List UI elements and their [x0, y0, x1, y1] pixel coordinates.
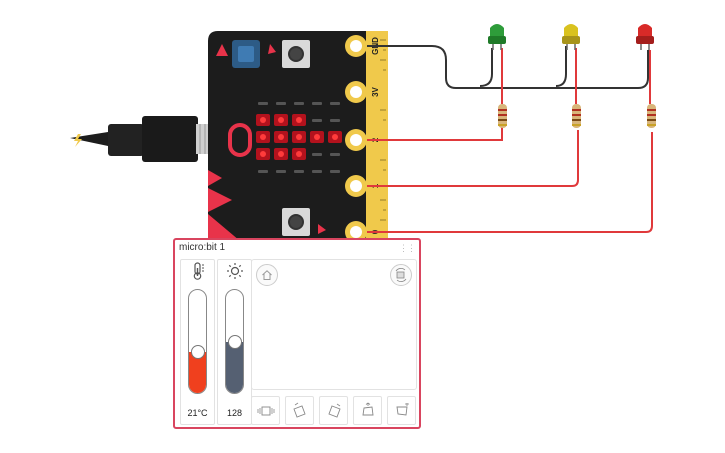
ground-wire [367, 45, 649, 89]
matrix-led-off [330, 153, 340, 156]
lightning-icon [74, 134, 82, 147]
temperature-slider-handle[interactable] [190, 345, 205, 359]
light-level-control: 128 [217, 259, 252, 425]
matrix-led-on [296, 134, 302, 140]
matrix-led-off [330, 102, 340, 105]
resistor-3[interactable] [647, 104, 656, 128]
temperature-control: 21°C [180, 259, 215, 425]
light-level-fill [226, 341, 243, 393]
thermometer-icon [181, 262, 214, 280]
signal-wire-pin0 [367, 132, 653, 233]
matrix-led-on [278, 117, 284, 123]
matrix-led-on [260, 134, 266, 140]
matrix-led-on [260, 151, 266, 157]
home-icon[interactable] [256, 264, 278, 286]
tilt-left-gesture-icon[interactable] [285, 396, 314, 425]
matrix-led-off [276, 102, 286, 105]
temperature-slider[interactable] [188, 289, 207, 394]
matrix-led-on [278, 151, 284, 157]
matrix-led-on [314, 134, 320, 140]
matrix-led-off [312, 170, 322, 173]
signal-wire-pin1 [367, 130, 579, 187]
matrix-led-on [260, 117, 266, 123]
led-yellow[interactable] [562, 24, 580, 50]
usb-cable [70, 116, 212, 162]
light-level-value: 128 [226, 408, 243, 418]
matrix-led-on [278, 134, 284, 140]
temperature-value: 21°C [187, 408, 208, 418]
matrix-led-on [296, 151, 302, 157]
matrix-led-off [312, 102, 322, 105]
wires [367, 45, 653, 233]
resistor-1[interactable] [498, 104, 507, 128]
pin-3v[interactable]: 3V [345, 81, 380, 103]
tilt-backward-gesture-icon[interactable] [387, 396, 416, 425]
led-green[interactable] [488, 24, 506, 50]
gesture-toolbar [251, 396, 417, 425]
light-level-slider-handle[interactable] [227, 334, 242, 349]
button-b[interactable] [282, 208, 310, 236]
ground-wire-green [479, 48, 493, 87]
tilt-forward-gesture-icon[interactable] [353, 396, 382, 425]
matrix-led-on [296, 117, 302, 123]
matrix-led-off [258, 102, 268, 105]
reset-button[interactable] [232, 40, 260, 68]
matrix-led-off [258, 170, 268, 173]
matrix-led-off [294, 170, 304, 173]
shake-gesture-icon[interactable] [251, 396, 280, 425]
matrix-led-off [276, 170, 286, 173]
matrix-led-off [330, 170, 340, 173]
pin-label: 3V [371, 86, 380, 96]
drag-handle-icon[interactable]: ⋮⋮ [399, 243, 416, 253]
temperature-fill [189, 351, 206, 393]
matrix-led-off [330, 119, 340, 122]
matrix-led-off [312, 153, 322, 156]
led-red[interactable] [636, 24, 654, 50]
ground-wire-yellow [555, 46, 567, 87]
matrix-led-on [332, 134, 338, 140]
resistor-2[interactable] [572, 104, 581, 128]
simulator-panel: micro:bit 1 ⋮⋮ 21°C [173, 238, 421, 429]
button-a[interactable] [282, 40, 310, 68]
matrix-led-off [312, 119, 322, 122]
microbit-board: GND 3V 2 1 0 [208, 31, 388, 246]
rotate-board-icon[interactable] [390, 264, 412, 286]
led-matrix [256, 102, 342, 173]
status-indicator [228, 123, 252, 157]
matrix-led-off [294, 102, 304, 105]
sun-icon [218, 262, 251, 280]
panel-title: micro:bit 1 [179, 242, 226, 253]
tilt-right-gesture-icon[interactable] [319, 396, 348, 425]
orientation-canvas[interactable] [251, 259, 417, 390]
